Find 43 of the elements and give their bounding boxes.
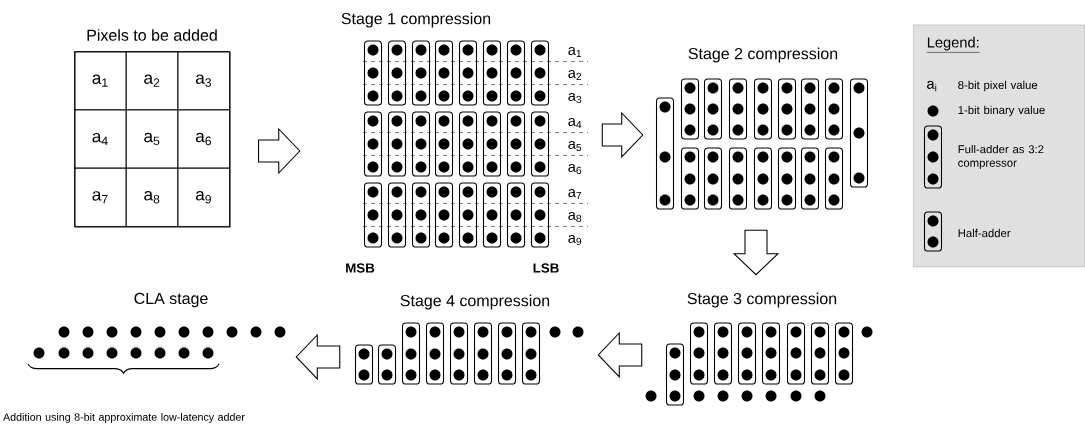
row-label: a$_{8}$ (568, 211, 582, 223)
legend-text: Half-adder (958, 228, 1011, 238)
node-label: Stage 1 compression (341, 12, 491, 28)
grid-cell: a$_{9}$ (177, 167, 230, 227)
block-arrow (732, 229, 780, 276)
compression-stage-drawing: Stage 2 compression (655, 47, 869, 210)
grid-cell: a$_{3}$ (177, 51, 230, 111)
node-label: Pixels to be added (87, 29, 217, 41)
row-label: a$_{5}$ (568, 140, 582, 152)
row-label: a$_{1}$ (568, 46, 582, 58)
node-label: Stage 2 compression (688, 47, 838, 63)
block-arrow (597, 331, 643, 379)
node-label: Stage 3 compression (687, 292, 837, 308)
node-label: Stage 4 compression (400, 294, 550, 310)
grid-cell: a$_{2}$ (125, 51, 179, 111)
compression-stage-drawing: CLA stage (33, 292, 286, 359)
compression-stage-drawing: Stage 1 compression (341, 12, 550, 248)
legend-title: Legend: (926, 36, 980, 53)
bit-label: MSB (346, 263, 375, 273)
block-arrow (258, 127, 301, 175)
block-arrow (601, 111, 644, 159)
grid-cell: a$_{5}$ (125, 109, 179, 169)
compression-stage-drawing: Stage 3 compression (645, 292, 873, 406)
legend-text: 1-bit binary value (958, 105, 1045, 117)
symbol-label: a$_{i}$ (927, 80, 937, 92)
note-text: Addition using 8-bit approximate low-latency adder (3, 413, 245, 423)
row-label: a$_{6}$ (568, 163, 582, 175)
node-label: CLA stage (134, 292, 208, 308)
grid-cell: a$_{1}$ (74, 51, 127, 111)
row-label: a$_{3}$ (568, 92, 582, 104)
grid-cell: a$_{7}$ (74, 167, 127, 227)
grid-cell: a$_{8}$ (125, 167, 179, 227)
grid-cell: a$_{6}$ (177, 109, 230, 169)
compression-stage-drawing: Stage 4 compression (354, 294, 584, 385)
grid-cell: a$_{4}$ (74, 109, 127, 169)
row-label: a$_{9}$ (568, 234, 582, 246)
legend-text: Full-adder as 3:2 compressor (958, 144, 1044, 170)
row-label: a$_{2}$ (568, 69, 582, 81)
row-label: a$_{7}$ (568, 188, 582, 200)
row-label: a$_{4}$ (568, 117, 582, 129)
block-arrow (295, 333, 341, 381)
bit-label: LSB (533, 263, 559, 273)
legend-text: 8-bit pixel value (958, 80, 1038, 92)
